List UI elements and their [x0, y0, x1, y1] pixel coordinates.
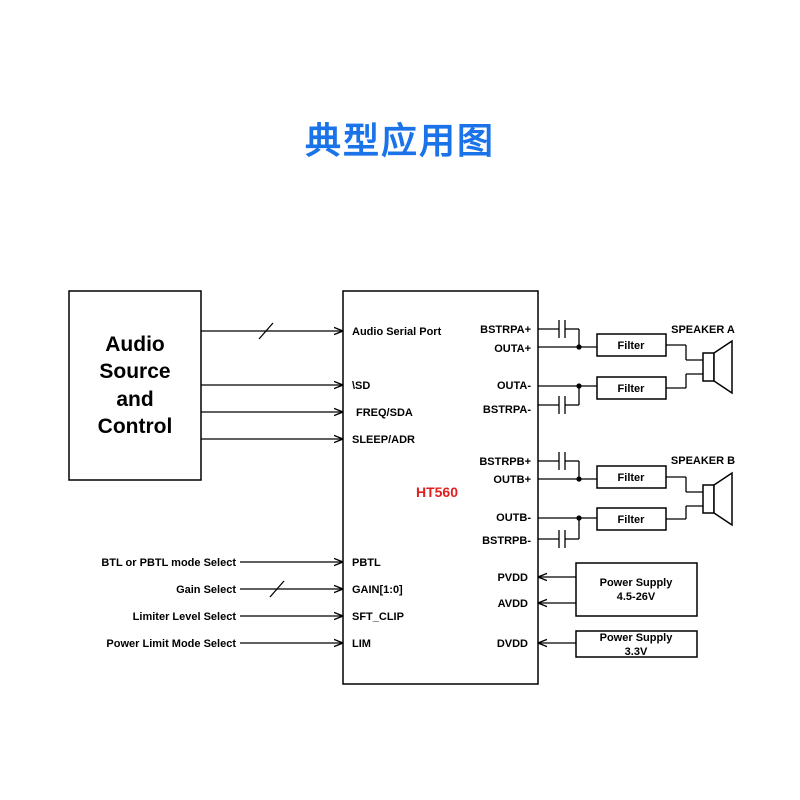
- chip-name: HT560: [416, 484, 458, 500]
- pin-lim: LIM: [352, 638, 371, 650]
- pin-sleep-adr: SLEEP/ADR: [352, 434, 415, 446]
- pin-sft-clip: SFT_CLIP: [352, 611, 404, 623]
- junction-a-plus: [576, 344, 582, 350]
- junction-b-plus: [576, 476, 582, 482]
- pin-outa-plus: OUTA+: [494, 343, 531, 355]
- source-connections: [201, 322, 343, 439]
- pin-bstrpb-plus: BSTRPB+: [479, 456, 531, 468]
- gain-bus-slash: [269, 580, 285, 598]
- power-supply-2-box: [575, 630, 698, 658]
- pin-pbtl: PBTL: [352, 557, 381, 569]
- junction-b-minus: [576, 515, 582, 521]
- speaker-a-label: SPEAKER A: [671, 324, 735, 336]
- pin-pvdd: PVDD: [497, 572, 528, 584]
- power-wiring: [538, 577, 576, 643]
- audio-source-line-4: Control: [98, 415, 173, 438]
- audio-source-box: [68, 290, 202, 481]
- power-supply-1-line-1: Power Supply: [600, 577, 674, 589]
- input-gain-select: Gain Select: [176, 584, 236, 596]
- power-supply-1-box: [575, 562, 698, 617]
- audio-source-line-1: Audio: [105, 333, 164, 356]
- speaker-a-icon: [702, 339, 733, 395]
- channel-a-wiring: [538, 320, 703, 414]
- input-limiter-level-select: Limiter Level Select: [133, 611, 237, 623]
- filter-a-minus: [596, 376, 667, 400]
- pin-gain: GAIN[1:0]: [352, 584, 403, 596]
- page-title: 典型应用图: [304, 121, 495, 162]
- pin-audio-serial-port: Audio Serial Port: [352, 326, 442, 338]
- input-power-limit-select: Power Limit Mode Select: [106, 638, 236, 650]
- pin-outa-minus: OUTA-: [497, 380, 531, 392]
- filter-a-plus: [596, 333, 667, 357]
- input-connections: [240, 562, 343, 643]
- pin-bstrpb-minus: BSTRPB-: [482, 535, 531, 547]
- chip-box: [342, 290, 539, 685]
- pin-dvdd: DVDD: [497, 638, 528, 650]
- filter-a-minus-label: Filter: [618, 383, 646, 395]
- filter-b-minus: [596, 507, 667, 531]
- filter-b-minus-label: Filter: [618, 514, 646, 526]
- power-supply-2-line-2: 3.3V: [625, 646, 648, 658]
- speaker-b-label: SPEAKER B: [671, 455, 735, 467]
- pin-freq-sda: FREQ/SDA: [356, 407, 413, 419]
- pin-bstrpa-minus: BSTRPA-: [483, 404, 531, 416]
- channel-b-wiring: [538, 452, 703, 548]
- audio-source-line-3: and: [116, 388, 153, 411]
- pin-outb-plus: OUTB+: [493, 474, 531, 486]
- filter-a-plus-label: Filter: [618, 340, 646, 352]
- pin-avdd: AVDD: [498, 598, 528, 610]
- pin-sd: \SD: [352, 380, 370, 392]
- power-supply-1-line-2: 4.5-26V: [617, 591, 656, 603]
- input-btl-pbtl-select: BTL or PBTL mode Select: [101, 557, 236, 569]
- junction-a-minus: [576, 383, 582, 389]
- bus-slash: [258, 322, 274, 340]
- pin-bstrpa-plus: BSTRPA+: [480, 324, 531, 336]
- pin-outb-minus: OUTB-: [496, 512, 531, 524]
- filter-b-plus: [596, 465, 667, 489]
- audio-source-line-2: Source: [99, 360, 170, 383]
- speaker-b-icon: [702, 471, 733, 527]
- filter-b-plus-label: Filter: [618, 472, 646, 484]
- power-supply-2-line-1: Power Supply: [600, 632, 674, 644]
